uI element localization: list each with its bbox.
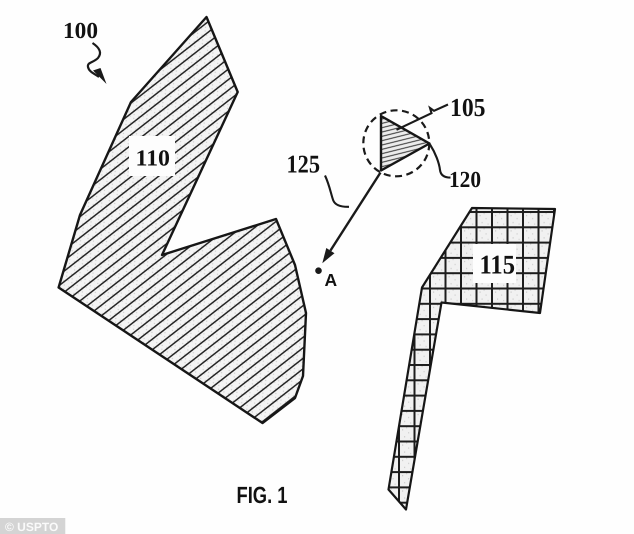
svg-text:115: 115 (480, 250, 516, 280)
svg-text:125: 125 (287, 149, 321, 178)
svg-text:110: 110 (136, 145, 171, 170)
svg-text:120: 120 (449, 167, 481, 192)
svg-text:© USPTO: © USPTO (5, 520, 58, 534)
svg-text:105: 105 (450, 93, 486, 122)
svg-text:A: A (325, 270, 338, 290)
svg-text:FIG. 1: FIG. 1 (237, 482, 288, 508)
svg-text:100: 100 (63, 18, 98, 43)
